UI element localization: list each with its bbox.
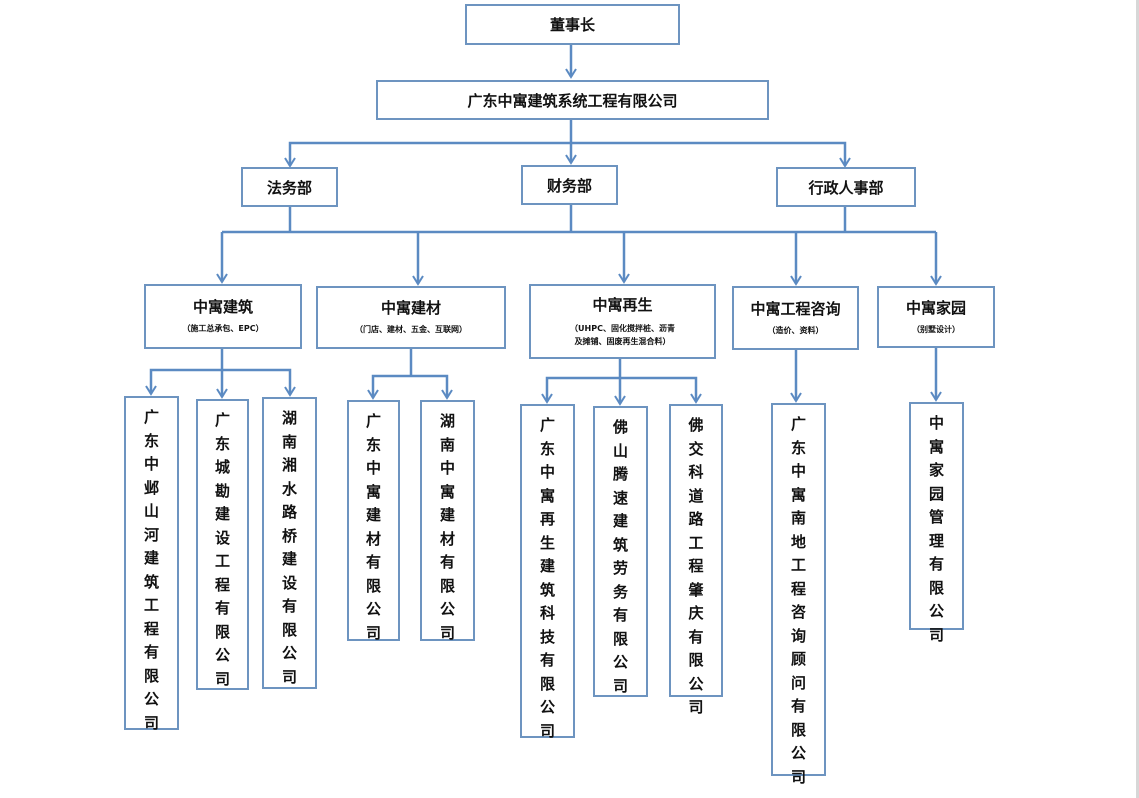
department-label: 财务部	[546, 176, 592, 195]
segment-consulting-box: 中寓工程咨询 （造价、资料）	[732, 286, 859, 350]
subsidiary-name: 广东中寓南地工程咨询顾问有限公司	[790, 415, 806, 786]
segment-title: 中寓建筑	[192, 298, 253, 316]
subsidiary-name: 广东城勘建设工程有限公司	[214, 411, 230, 688]
segment-subtitle: （门店、建材、五金、互联网）	[355, 325, 467, 334]
finance-department-box: 财务部	[521, 165, 618, 205]
segment-title: 中寓家园	[905, 298, 966, 317]
subsidiary-box: 广东城勘建设工程有限公司	[196, 399, 249, 690]
segment-materials-box: 中寓建材 （门店、建材、五金、互联网）	[316, 286, 506, 349]
segment-recycling-box: 中寓再生 （UHPC、固化搅拌桩、沥青 及摊铺、固废再生混合料）	[529, 284, 716, 359]
subsidiary-box: 广东中邺山河建筑工程有限公司	[124, 396, 179, 732]
subsidiary-box: 佛交科道路工程肇庆有限公司	[669, 404, 723, 716]
subsidiary-box: 湖南中寓建材有限公司	[420, 400, 475, 642]
segment-construction-box: 中寓建筑 （施工总承包、EPC）	[144, 284, 302, 349]
subsidiary-box: 广东中寓再生建筑科技有限公司	[520, 404, 575, 740]
subsidiary-name: 广东中寓再生建筑科技有限公司	[539, 416, 555, 740]
segment-title: 中寓再生	[592, 295, 653, 314]
department-label: 行政人事部	[808, 178, 884, 197]
segment-subtitle: （施工总承包、EPC）	[182, 324, 264, 333]
segment-homes-box: 中寓家园 （别墅设计）	[877, 286, 995, 348]
segment-subtitle: （造价、资料）	[767, 325, 824, 335]
subsidiary-name: 佛山腾速建筑劳务有限公司	[612, 418, 628, 695]
department-label: 法务部	[266, 178, 312, 197]
subsidiary-name: 湖南中寓建材有限公司	[439, 412, 455, 642]
subsidiary-name: 中寓家园管理有限公司	[928, 414, 944, 644]
company-label: 广东中寓建筑系统工程有限公司	[467, 91, 678, 110]
company-box: 广东中寓建筑系统工程有限公司	[376, 80, 769, 120]
subsidiary-box: 中寓家园管理有限公司	[909, 402, 964, 644]
subsidiary-name: 广东中邺山河建筑工程有限公司	[143, 408, 159, 732]
chairman-label: 董事长	[549, 16, 595, 34]
segment-title: 中寓建材	[380, 299, 441, 317]
subsidiary-name: 广东中寓建材有限公司	[365, 412, 381, 642]
page-edge-divider	[1136, 0, 1139, 798]
subsidiary-box: 湖南湘水路桥建设有限公司	[262, 397, 317, 689]
subsidiary-box: 广东中寓建材有限公司	[347, 400, 400, 642]
subsidiary-box: 佛山腾速建筑劳务有限公司	[593, 406, 648, 697]
segment-subtitle: （别墅设计）	[912, 324, 960, 334]
segment-subtitle-line1: （UHPC、固化搅拌桩、沥青	[570, 323, 675, 333]
chairman-box: 董事长	[465, 4, 680, 45]
subsidiary-name: 湖南湘水路桥建设有限公司	[281, 409, 297, 686]
segment-subtitle-line2: 及摊铺、固废再生混合料）	[574, 336, 671, 346]
legal-department-box: 法务部	[241, 167, 338, 207]
segment-title: 中寓工程咨询	[750, 299, 841, 318]
subsidiary-box: 广东中寓南地工程咨询顾问有限公司	[771, 403, 826, 786]
admin-hr-department-box: 行政人事部	[776, 167, 916, 207]
subsidiary-name: 佛交科道路工程肇庆有限公司	[688, 416, 704, 716]
